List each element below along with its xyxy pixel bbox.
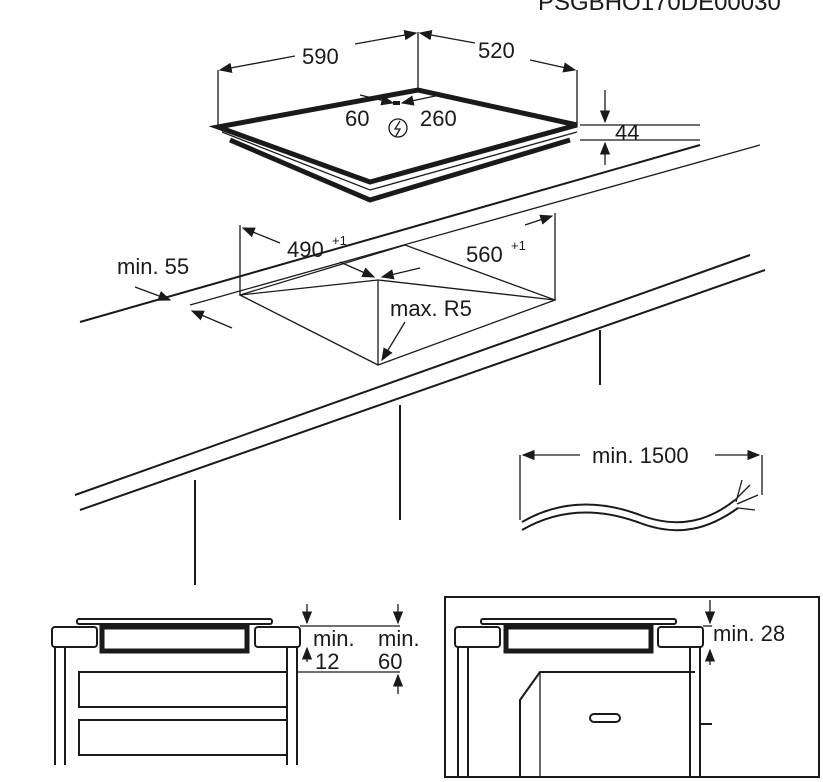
cable-length-label: min. 1500 <box>592 443 689 468</box>
worktop-drawing <box>74 144 766 585</box>
cutout-depth-label: 560 <box>466 242 503 267</box>
front-min-label: min. 55 <box>117 254 189 279</box>
space-value: 60 <box>378 649 402 674</box>
space-min-label: min. <box>378 626 420 651</box>
cable-drawing <box>519 449 763 532</box>
lightning-circle-icon <box>388 118 408 138</box>
hob-width-label: 590 <box>302 44 339 69</box>
diagram-code: PSGBHO170DE00030 <box>538 0 781 16</box>
hob-depth-label: 520 <box>478 38 515 63</box>
cutout-width-label: 490 <box>287 237 324 262</box>
cutout-width-tol: +1 <box>332 233 347 248</box>
cutout-radius-label: max. R5 <box>390 296 472 321</box>
gap-value: 12 <box>315 649 339 674</box>
min-28-label: min. 28 <box>713 621 785 646</box>
conn-left-label: 60 <box>345 106 369 131</box>
hob-drawing <box>208 29 700 203</box>
hob-height-label: 44 <box>615 120 639 145</box>
gap-min-label: min. <box>313 626 355 651</box>
conn-right-label: 260 <box>420 106 457 131</box>
section-right-drawing <box>444 596 820 778</box>
section-left-drawing <box>51 604 404 765</box>
cutout-depth-tol: +1 <box>511 238 526 253</box>
